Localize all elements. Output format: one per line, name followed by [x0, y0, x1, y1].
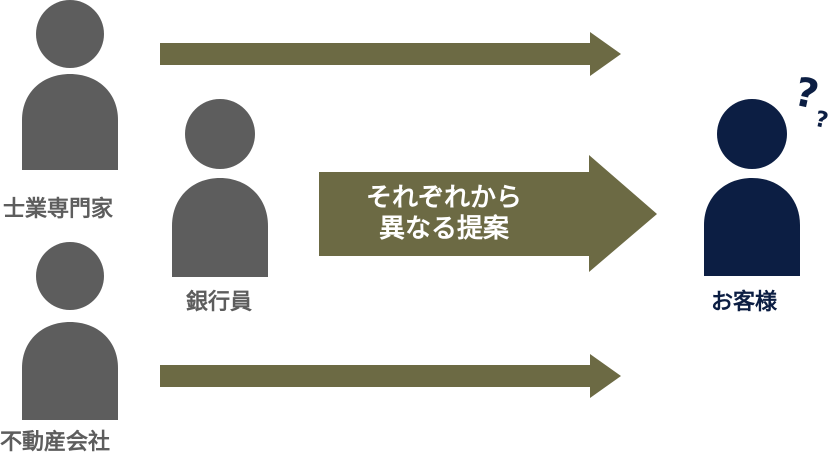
banker-label: 銀行員 — [186, 290, 253, 315]
real-estate-label: 不動産会社 — [0, 430, 111, 455]
center-arrow-line-1: それぞれから — [365, 183, 522, 213]
professional-label: 士業専門家 — [3, 197, 114, 222]
center-arrow-caption: それぞれから 異なる提案 — [319, 183, 569, 245]
center-arrow-line-2: 異なる提案 — [378, 214, 509, 244]
customer-label: お客様 — [711, 290, 778, 315]
